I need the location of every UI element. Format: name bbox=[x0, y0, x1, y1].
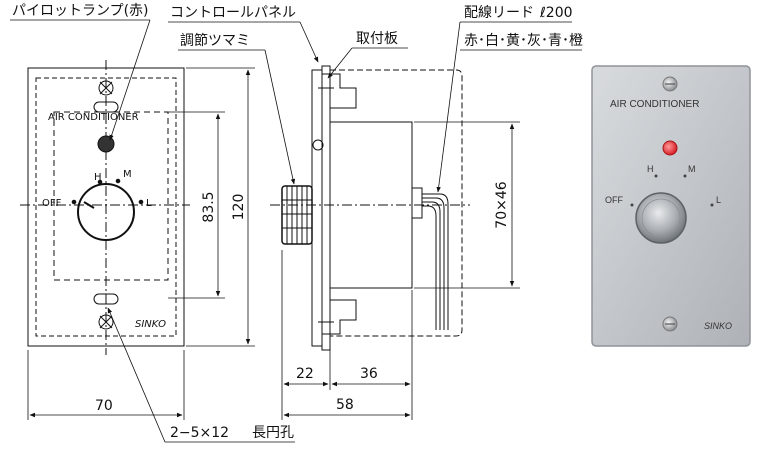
front-label-m: M bbox=[123, 169, 132, 180]
side-dimensions bbox=[281, 121, 520, 420]
side-view bbox=[270, 65, 470, 351]
side-enclosure-dashed bbox=[330, 69, 463, 337]
product-photo bbox=[591, 65, 751, 347]
side-control-panel bbox=[311, 69, 323, 347]
dim-side-size: 70×46 bbox=[494, 181, 510, 228]
top-slot bbox=[93, 101, 119, 113]
photo-title: AIR CONDITIONER bbox=[610, 99, 699, 110]
photo-label-m: M bbox=[688, 164, 696, 174]
front-plate-title: AIR CONDITIONER bbox=[48, 112, 139, 123]
top-screw bbox=[98, 80, 114, 96]
side-mounting-plate bbox=[321, 65, 331, 351]
callout-mounting-plate: 取付板 bbox=[356, 31, 398, 47]
callout-pilot-lamp: パイロットランプ(赤) bbox=[12, 3, 149, 19]
callout-control-panel: コントロールパネル bbox=[170, 5, 296, 21]
dim-inner-height: 83.5 bbox=[201, 191, 217, 222]
bottom-slot bbox=[93, 293, 119, 305]
front-brand: SINKO bbox=[135, 319, 166, 330]
callout-leaders bbox=[10, 19, 582, 443]
front-label-off: OFF bbox=[42, 198, 62, 209]
front-view bbox=[20, 60, 190, 355]
dim-width: 70 bbox=[95, 398, 113, 414]
photo-pilot-lamp bbox=[662, 140, 678, 156]
knob-drawing bbox=[77, 183, 135, 241]
front-body-dashed bbox=[53, 111, 169, 281]
dim-depth-body: 36 bbox=[360, 366, 378, 382]
front-label-l: L bbox=[146, 198, 152, 209]
callout-adjust-knob: 調節ツマミ bbox=[180, 32, 250, 49]
front-dimensions bbox=[27, 67, 255, 420]
callout-holes: 2−5×12 bbox=[170, 425, 229, 441]
front-label-h: H bbox=[94, 172, 102, 183]
callout-wiring-lead: 配線リード bbox=[464, 5, 534, 21]
photo-label-l: L bbox=[716, 195, 721, 205]
photo-brand: SINKO bbox=[704, 321, 732, 331]
photo-knob bbox=[635, 192, 687, 244]
callout-wire-colors: 赤･白･黄･灰･青･橙 bbox=[464, 32, 583, 49]
dim-depth-total: 58 bbox=[336, 397, 354, 413]
pilot-lamp-drawing bbox=[97, 135, 115, 153]
dim-depth-panel: 22 bbox=[296, 366, 314, 382]
callout-wiring-length: ℓ200 bbox=[539, 5, 573, 21]
photo-label-h: H bbox=[647, 164, 654, 174]
photo-label-off: OFF bbox=[605, 195, 623, 205]
callout-holes-type: 長円孔 bbox=[252, 425, 294, 441]
bottom-screw bbox=[98, 314, 114, 330]
dim-height: 120 bbox=[231, 194, 247, 221]
